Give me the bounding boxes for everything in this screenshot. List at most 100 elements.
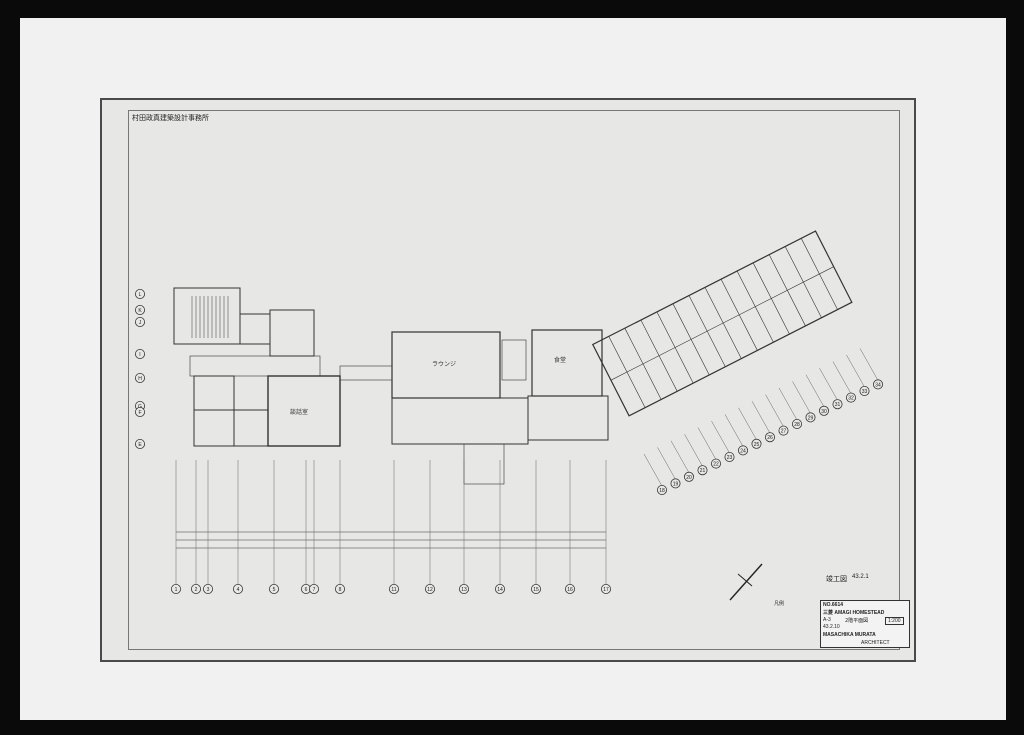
- dining-label: 食堂: [554, 356, 566, 364]
- scale: 1:200: [885, 617, 904, 625]
- stair-core: [501, 339, 527, 381]
- dining: [531, 329, 603, 397]
- grid-label: 17: [603, 587, 609, 593]
- grid-line: [846, 354, 865, 388]
- grid-label: 14: [497, 587, 503, 593]
- grid-bubble: [424, 583, 435, 594]
- grid-label: I: [139, 352, 140, 358]
- grid-bubble: [135, 406, 146, 417]
- grid-line: [657, 447, 676, 480]
- grid-label: 18: [659, 488, 665, 494]
- auditorium-seating: [191, 296, 229, 338]
- grid-label: 2: [195, 587, 198, 593]
- grid-line: [778, 387, 798, 421]
- grid-label: 6: [305, 587, 308, 593]
- grid-label: 15: [533, 587, 539, 593]
- drawing-date: 43.2.10: [823, 624, 840, 630]
- grid-label: 16: [567, 587, 573, 593]
- grid-line: [805, 374, 825, 407]
- grid-label: K: [138, 308, 142, 314]
- room-west-5: [233, 409, 269, 447]
- grid-bubble: [792, 418, 803, 429]
- grid-bubble: [135, 316, 146, 327]
- grid-label: 20: [686, 475, 692, 481]
- auditorium: [173, 287, 241, 345]
- lounge-label: ラウンジ: [432, 360, 456, 368]
- grid-bubble: [135, 348, 146, 359]
- grid-label: 22: [713, 462, 719, 468]
- grid-line: [832, 361, 852, 394]
- grid-label: J: [139, 320, 142, 326]
- grid-label: E: [138, 442, 142, 448]
- corridor-west: [189, 355, 321, 377]
- grid-label: 28: [794, 422, 800, 428]
- grid-bubble: [203, 583, 214, 594]
- grid-bubble: [268, 583, 279, 594]
- grid-bubble: [684, 471, 695, 482]
- guest-room-wing: [591, 230, 853, 417]
- grid-label: 3: [207, 587, 210, 593]
- grid-bubble: [873, 379, 884, 390]
- grid-label: 31: [835, 402, 841, 408]
- grid-label: 11: [391, 587, 396, 593]
- grid-bubble: [308, 583, 319, 594]
- grid-bubble: [388, 583, 399, 594]
- sheet-border: [128, 110, 900, 650]
- architect-name: MASACHIKA MURATA: [823, 632, 876, 638]
- grid-bubble: [778, 425, 789, 436]
- grid-label: 12: [427, 587, 433, 593]
- grid-line: [792, 381, 811, 414]
- grid-line: [670, 440, 690, 473]
- grid-label: 13: [461, 587, 467, 593]
- grid-bubble: [564, 583, 575, 594]
- large-hall-label: 談話室: [290, 408, 308, 416]
- grid-label: 25: [754, 442, 760, 448]
- drawing-number: NO.6614: [823, 602, 844, 608]
- room-west-3: [193, 375, 235, 411]
- grid-label: 8: [339, 587, 342, 593]
- grid-bubble: [846, 392, 857, 403]
- corridor-central: [339, 365, 393, 381]
- room-west-2: [269, 309, 315, 357]
- grid-line: [738, 407, 757, 440]
- grid-bubble: [494, 583, 505, 594]
- grid-line: [711, 420, 730, 454]
- grid-label: 32: [848, 396, 854, 402]
- drawing-name: 2階平面図: [845, 618, 869, 624]
- grid-bubble: [135, 304, 146, 315]
- legend-label: 凡例: [774, 601, 785, 607]
- room-west-1: [239, 313, 271, 345]
- grid-label: 23: [727, 455, 733, 461]
- grid-bubble: [751, 438, 762, 449]
- grid-line: [684, 434, 703, 467]
- grid-label: 21: [700, 468, 706, 474]
- grid-label: 7: [313, 587, 316, 593]
- grid-label: 5: [273, 587, 276, 593]
- grid-label: 24: [740, 448, 746, 454]
- grid-bubble: [171, 583, 182, 594]
- grid-bubble: [135, 438, 146, 449]
- kitchen: [527, 395, 609, 441]
- grid-line: [765, 394, 784, 427]
- grid-bubble: [765, 432, 776, 443]
- grid-label: L: [139, 292, 142, 298]
- entrance-canopy: [463, 443, 505, 485]
- title-block: NO.6614 三菱 AMAGI HOMESTEAD A-3 2階平面図 1:2…: [820, 600, 910, 648]
- grid-line: [643, 453, 663, 487]
- grid-label: 27: [781, 429, 787, 435]
- grid-line: [751, 401, 771, 434]
- grid-bubble: [738, 445, 749, 456]
- grid-label: H: [138, 376, 142, 382]
- completion-date: 43.2.1: [852, 574, 869, 580]
- sheet-number: A-3: [823, 617, 831, 623]
- grid-bubble: [135, 372, 146, 383]
- grid-label: 26: [767, 435, 773, 441]
- grid-label: G: [138, 404, 142, 410]
- grid-bubble: [697, 465, 708, 476]
- grid-label: 34: [875, 382, 881, 388]
- grid-bubble: [657, 484, 668, 495]
- grid-bubble: [530, 583, 541, 594]
